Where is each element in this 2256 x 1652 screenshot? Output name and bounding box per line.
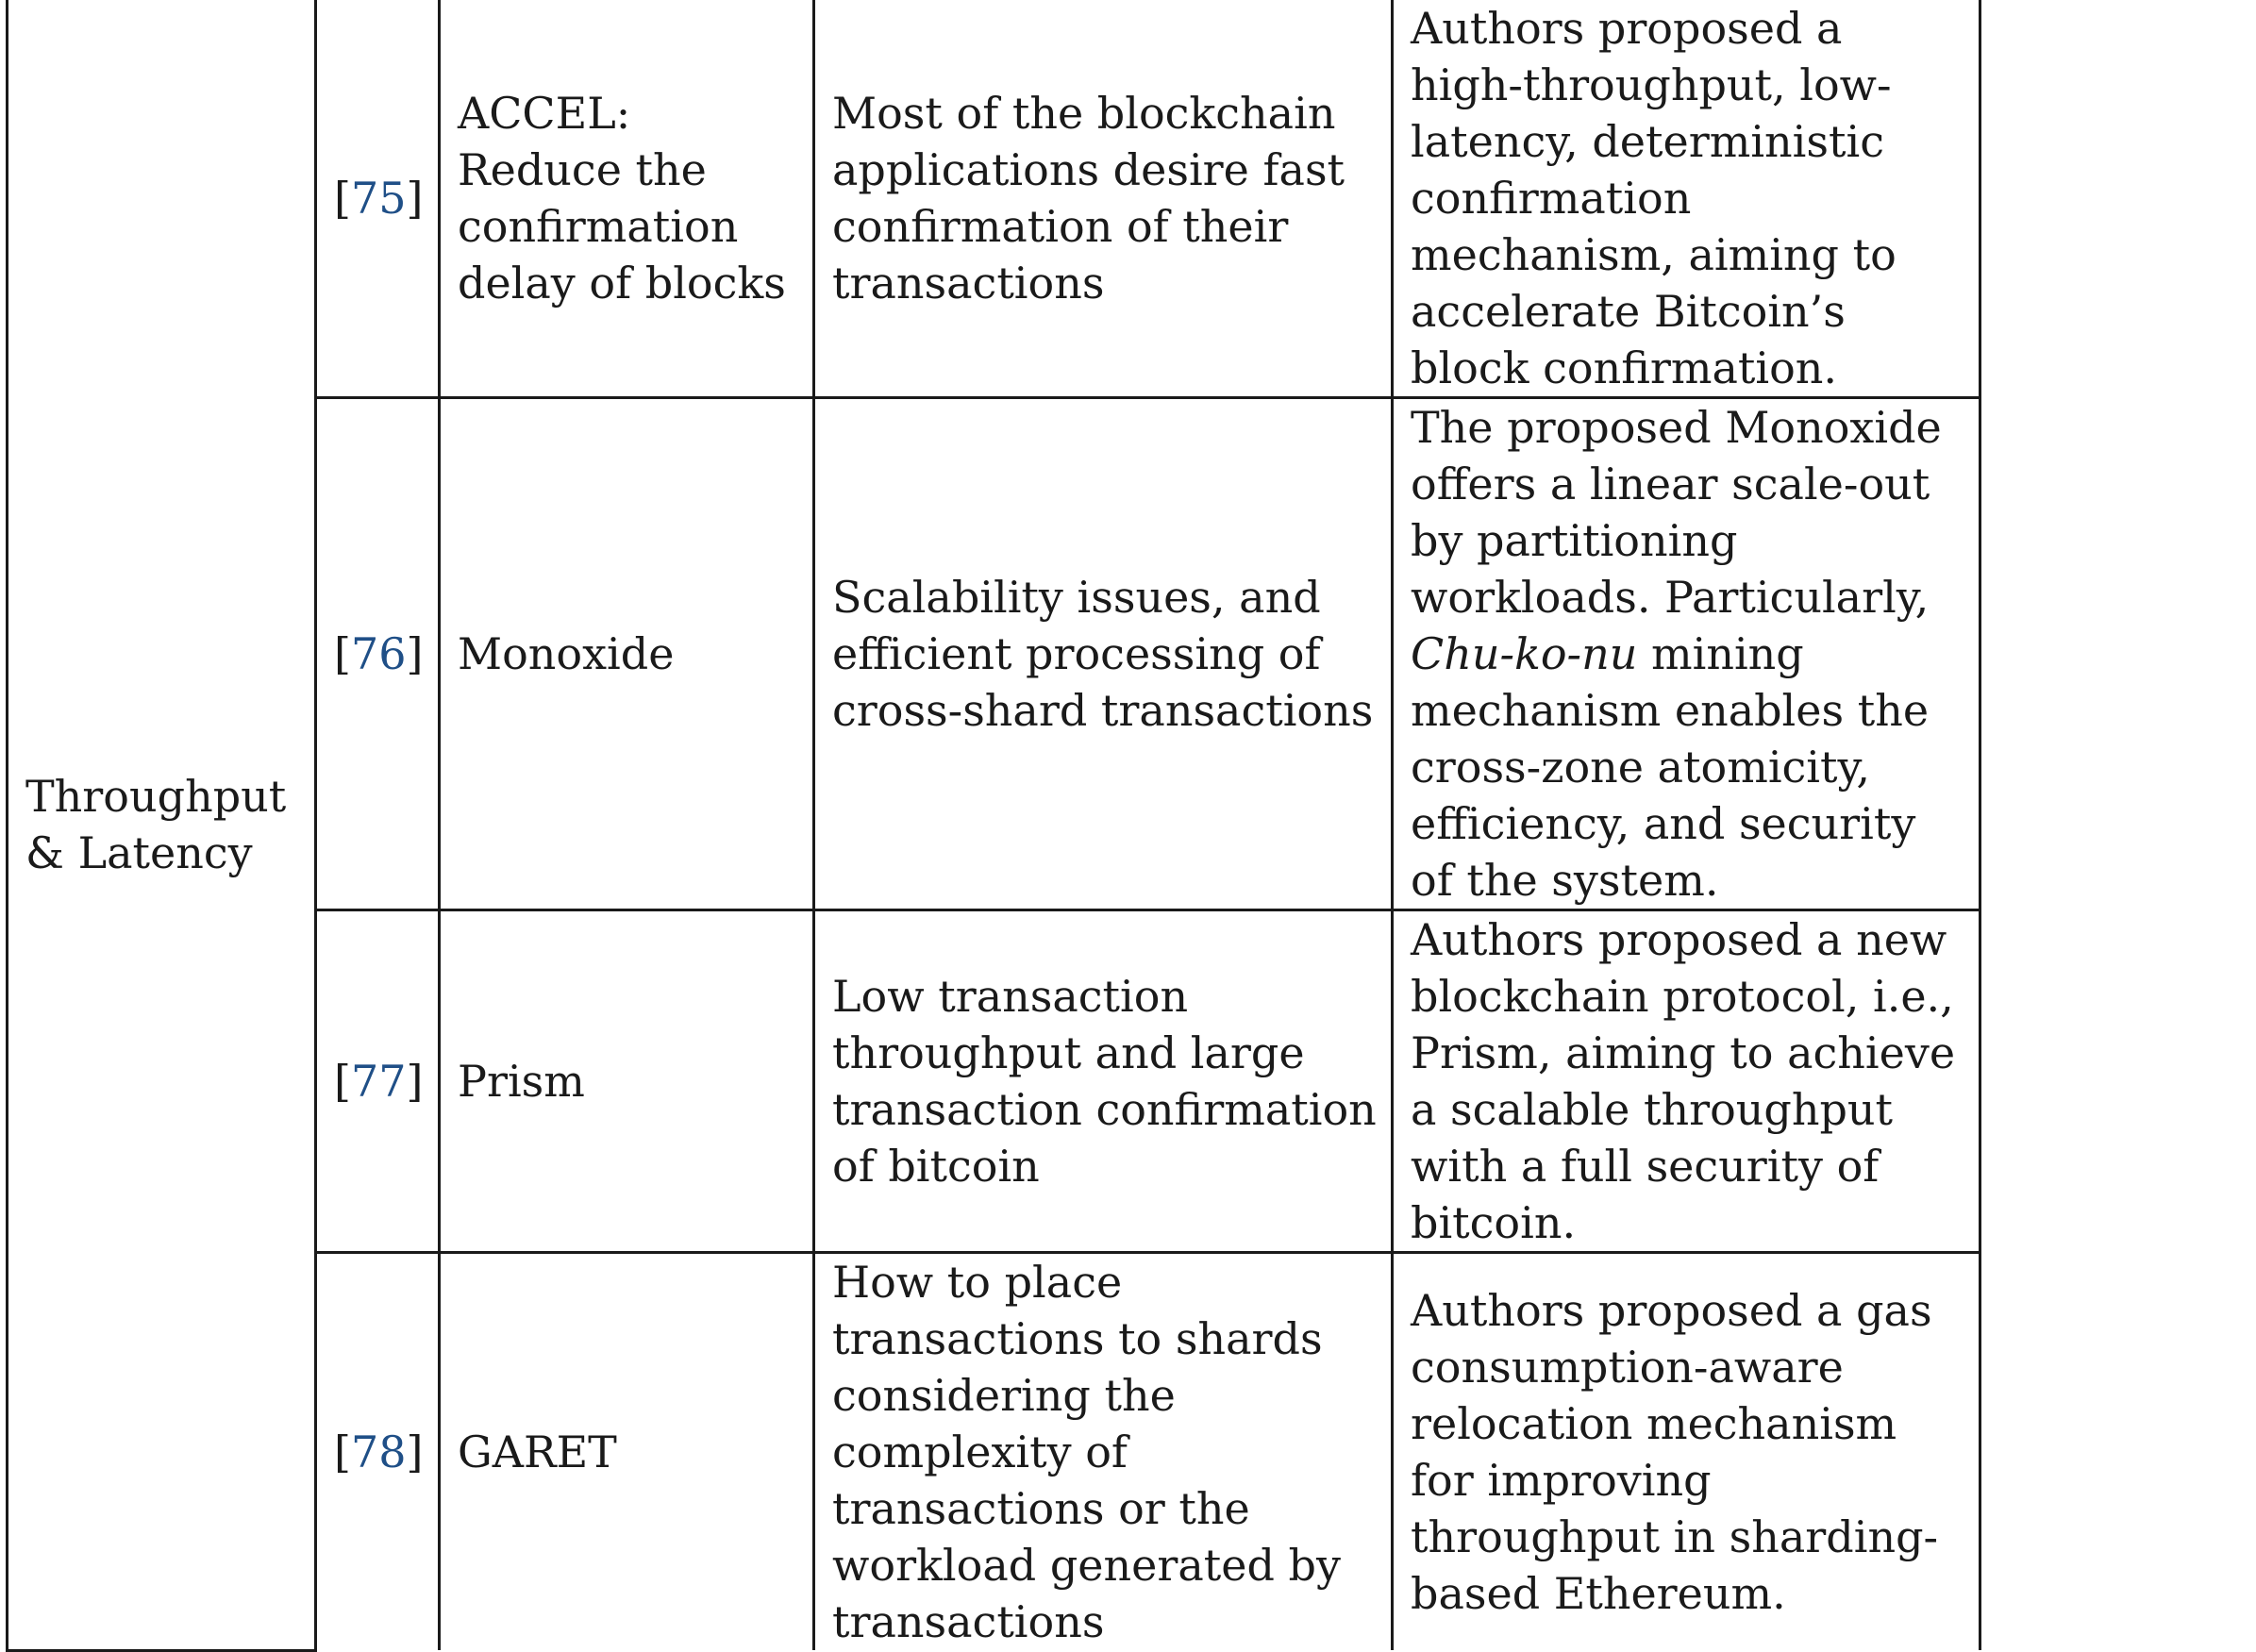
reference-cell: [75] — [314, 0, 441, 399]
citation-link[interactable]: 75 — [350, 173, 407, 224]
literature-table: Throughput & Latency [75] ACCEL: Reduce … — [6, 0, 1981, 1652]
reference-cell: [77] — [314, 909, 441, 1254]
description-cell: The proposed Monoxide offers a linear sc… — [1391, 396, 1981, 911]
description-cell: Authors proposed a high-throughput, low-… — [1391, 0, 1981, 399]
description-text: mining mechanism enables the cross-zone … — [1411, 628, 1930, 906]
table-row: [77] Prism Low transaction throughput an… — [8, 909, 1981, 1254]
reference-cell: [76] — [314, 396, 441, 911]
description-emphasis: Chu-ko-nu — [1411, 628, 1638, 679]
issue-cell: Most of the blockchain applications desi… — [812, 0, 1394, 399]
issue-cell: Low transaction throughput and large tra… — [812, 909, 1394, 1254]
table-row: Throughput & Latency [75] ACCEL: Reduce … — [6, 0, 1981, 1652]
category-cell: Throughput & Latency — [6, 0, 317, 1652]
citation-link[interactable]: 78 — [350, 1427, 407, 1477]
reference-cell: [78] — [314, 1251, 441, 1650]
approach-name-cell: Monoxide — [438, 396, 815, 911]
issue-cell: How to place transactions to shards cons… — [812, 1251, 1394, 1650]
description-cell: Authors proposed a gas consumption-aware… — [1391, 1251, 1981, 1650]
approach-name-cell: ACCEL: Reduce the confirmation delay of … — [438, 0, 815, 399]
description-text: The proposed Monoxide offers a linear sc… — [1411, 402, 1942, 623]
approach-name-cell: Prism — [438, 909, 815, 1254]
citation-link[interactable]: 77 — [350, 1056, 407, 1107]
citation-link[interactable]: 76 — [350, 628, 407, 679]
issue-cell: Scalability issues, and efficient proces… — [812, 396, 1394, 911]
approach-name-cell: GARET — [438, 1251, 815, 1650]
table-row: [76] Monoxide Scalability issues, and ef… — [8, 396, 1981, 911]
description-cell: Authors proposed a new blockchain protoc… — [1391, 909, 1981, 1254]
